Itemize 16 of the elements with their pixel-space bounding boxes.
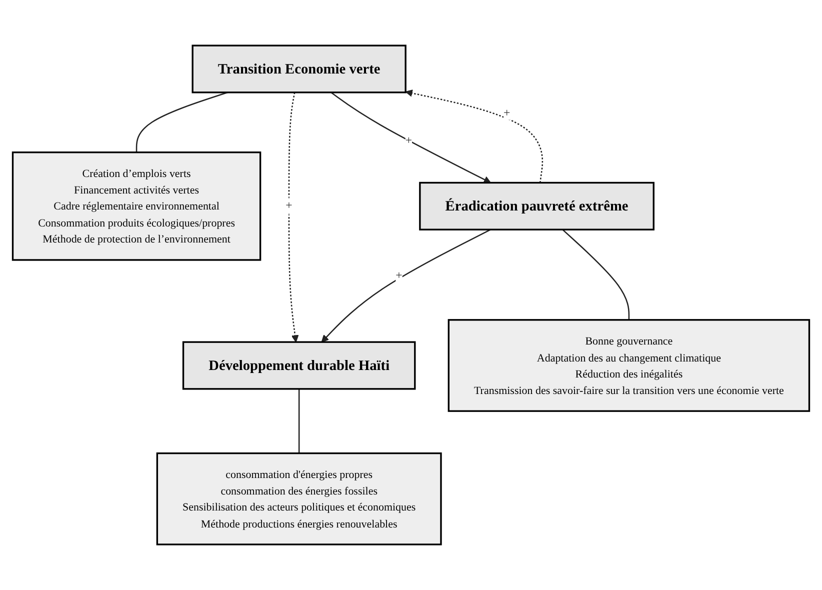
connector [298,388,300,454]
edge-label: + [504,107,510,120]
node-box: consommation d'énergies propres consommation des énergies fossiles Sensibilisation des acteurs politiques et économiques Méthode productions énergies renouvelables [156,452,442,546]
edge-label: + [286,200,292,212]
node-box: Bonne gouvernance Adaptation des au changement climatique Réduction des inégalités Transmission des savoir-faire sur la transition vers une économie verte [448,319,810,412]
node-box: Développement durable Haïti [182,341,416,390]
node-box: Éradication pauvreté extrême [419,182,654,230]
arrow [288,92,299,342]
node-box: Transition Economie verte [192,44,406,94]
connector [562,229,630,320]
arrow [330,92,491,184]
edge-label: + [396,270,402,282]
arrow [321,229,491,342]
node-box: Création d’emplois verts Financement activités vertes Cadre réglementaire environnemental Consommation produits écologiques/propres Méthode de protection de l’environnement [12,152,262,261]
edge-label: + [405,134,412,148]
connector [136,92,228,152]
